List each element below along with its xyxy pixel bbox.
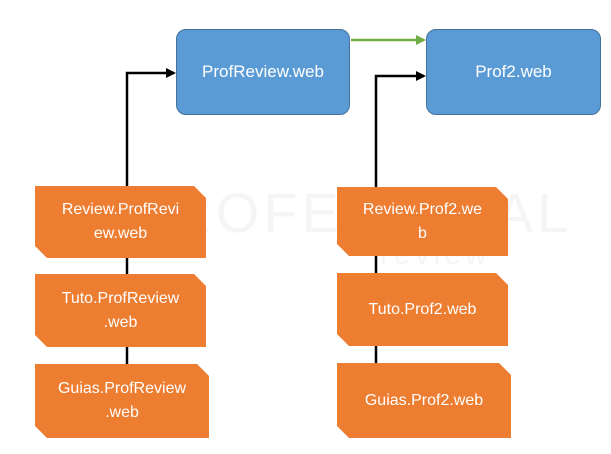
node-prof2-web: Prof2.web (426, 29, 601, 115)
node-label: ProfReview.web (202, 62, 324, 81)
node-profreview-web: ProfReview.web (176, 29, 350, 115)
node-label-line: ew.web (93, 225, 148, 242)
node-tuto-prof2-web: Tuto.Prof2.web (337, 273, 508, 346)
node-label-line: .web (105, 404, 139, 421)
node-label: Prof2.web (475, 62, 552, 81)
node-label-line: Guias.ProfReview (57, 380, 187, 397)
node-label-line: Tuto.ProfReview (61, 289, 180, 307)
node-label-line: .web (103, 313, 138, 331)
node-label-line: Guias.Prof2.web (364, 391, 484, 409)
node-label-line: Review.ProfRevi (61, 201, 180, 218)
left-elbow-arrow (125, 68, 176, 186)
node-guias-prof2-web: Guias.Prof2.web (337, 363, 511, 438)
right-elbow-arrow (374, 71, 426, 187)
node-review-prof2-web: Review.Prof2.we b (337, 187, 508, 256)
node-tuto-profreview-web: Tuto.ProfReview .web (35, 274, 206, 347)
node-label-line: Review.Prof2.we (362, 200, 483, 218)
node-review-profreview-web: Review.ProfRevi ew.web (35, 186, 206, 258)
node-label-line: Tuto.Prof2.web (368, 300, 477, 318)
node-guias-profreview-web: Guias.ProfReview .web (35, 364, 209, 438)
node-label-line: b (418, 224, 427, 242)
